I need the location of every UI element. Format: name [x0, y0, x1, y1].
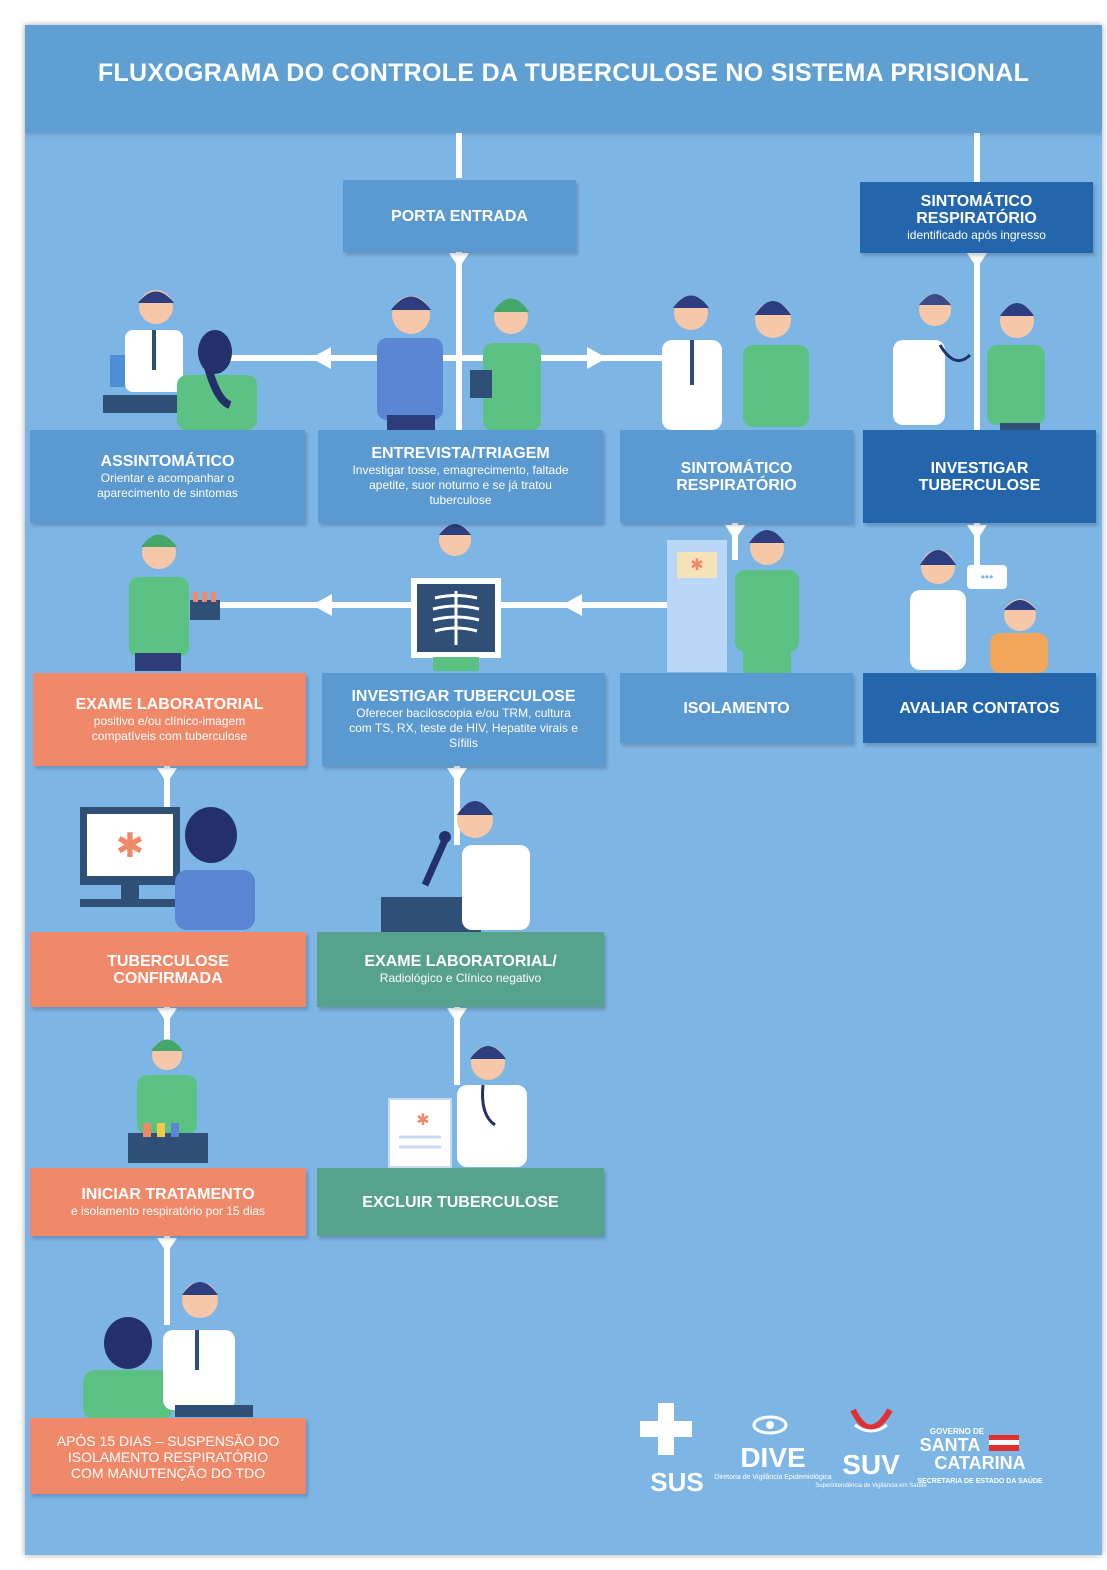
- sintomatico-respiratorio-box: SINTOMÁTICO RESPIRATÓRIO: [620, 430, 853, 523]
- exame-laboratorial-positivo-subtitle: positivo e/ou clínico-imagem compatíveis…: [91, 713, 248, 743]
- svg-text:SUV: SUV: [842, 1449, 900, 1480]
- followup-consultation-illustration: [83, 1282, 253, 1420]
- svg-text:•••: •••: [981, 570, 994, 584]
- coughing-patient-illustration: [662, 295, 809, 430]
- iniciar-tratamento-title: INICIAR TRATAMENTO: [81, 1185, 255, 1203]
- sintomatico-ingresso-subtitle: identificado após ingresso: [907, 227, 1046, 242]
- investigar-tuberculose-2-title: INVESTIGAR TUBERCULOSE: [351, 688, 576, 705]
- investigar-tuberculose-1-title: INVESTIGAR TUBERCULOSE: [918, 459, 1041, 494]
- santa-catarina-logo: GOVERNO DE SANTA CATARINA SECRETARIA DE …: [917, 1427, 1043, 1485]
- xray-illustration: [411, 524, 501, 671]
- assintomatico-title: ASSINTOMÁTICO: [100, 452, 235, 470]
- isolamento-title: ISOLAMENTO: [683, 699, 790, 717]
- svg-text:SUS: SUS: [650, 1467, 703, 1497]
- dive-logo: DIVE Diretoria de Vigilância Epidemiológ…: [714, 1415, 832, 1481]
- triage-staff-illustration: [377, 296, 541, 431]
- suv-logo: SUV Superintendência de Vigilância em Sa…: [815, 1408, 927, 1489]
- svg-text:✱: ✱: [116, 827, 145, 865]
- avaliar-contatos-box: AVALIAR CONTATOS: [863, 673, 1096, 743]
- svg-text:CATARINA: CATARINA: [934, 1453, 1025, 1473]
- svg-text:✱: ✱: [416, 1112, 429, 1129]
- svg-text:✱: ✱: [690, 557, 703, 574]
- apos-15-dias-box: APÓS 15 DIAS – SUSPENSÃO DO ISOLAMENTO R…: [30, 1418, 306, 1494]
- medication-nurse-illustration: [128, 1039, 208, 1163]
- assintomatico-box: ASSINTOMÁTICO Orientar e acompanhar o ap…: [30, 430, 305, 523]
- exame-laboratorial-negativo-subtitle: Radiológico e Clínico negativo: [379, 971, 542, 985]
- flow-illustrations: ✱ ••• ✱: [80, 133, 1048, 1497]
- header-banner: FLUXOGRAMA DO CONTROLE DA TUBERCULOSE NO…: [25, 25, 1102, 133]
- exame-laboratorial-positivo-title: EXAME LABORATORIAL: [75, 695, 264, 713]
- excluir-tuberculose-box: EXCLUIR TUBERCULOSE: [317, 1168, 604, 1236]
- lab-nurse-illustration: [129, 534, 220, 671]
- investigar-tuberculose-box-1: INVESTIGAR TUBERCULOSE: [863, 430, 1096, 523]
- exame-laboratorial-negativo-box: EXAME LABORATORIAL/ Radiológico e Clínic…: [317, 932, 604, 1007]
- entrevista-triagem-box: ENTREVISTA/TRIAGEM Investigar tosse, ema…: [318, 430, 603, 523]
- sintomatico-ingresso-title: SINTOMÁTICO RESPIRATÓRIO: [916, 192, 1037, 227]
- svg-text:Superintendência de Vigilância: Superintendência de Vigilância em Saúde: [815, 1483, 927, 1489]
- flow-arrows: [157, 253, 987, 1253]
- stethoscope-exam-illustration: [893, 294, 1045, 431]
- microscope-illustration: [381, 801, 530, 932]
- excluir-tuberculose-title: EXCLUIR TUBERCULOSE: [362, 1193, 559, 1211]
- exame-laboratorial-positivo-box: EXAME LABORATORIAL positivo e/ou clínico…: [33, 673, 306, 766]
- avaliar-contatos-title: AVALIAR CONTATOS: [899, 699, 1060, 717]
- computer-result-illustration: ✱: [80, 807, 255, 930]
- sus-logo: SUS: [640, 1403, 704, 1497]
- isolation-room-illustration: ✱: [667, 530, 799, 673]
- clipboard-doctor-illustration: ✱: [388, 1046, 527, 1168]
- contacts-evaluation-illustration: •••: [910, 550, 1048, 673]
- svg-text:Diretoria de Vigilância Epidem: Diretoria de Vigilância Epidemiológica: [714, 1474, 831, 1481]
- sintomatico-ingresso-box: SINTOMÁTICO RESPIRATÓRIO identificado ap…: [860, 182, 1093, 253]
- poster: FLUXOGRAMA DO CONTROLE DA TUBERCULOSE NO…: [25, 25, 1102, 1555]
- entrevista-triagem-title: ENTREVISTA/TRIAGEM: [371, 445, 550, 462]
- apos-15-dias-text: APÓS 15 DIAS – SUSPENSÃO DO ISOLAMENTO R…: [56, 1432, 280, 1481]
- svg-text:GOVERNO DE: GOVERNO DE: [930, 1427, 985, 1436]
- iniciar-tratamento-box: INICIAR TRATAMENTO e isolamento respirat…: [30, 1168, 306, 1236]
- isolamento-box: ISOLAMENTO: [620, 673, 853, 743]
- doctor-desk-illustration: [103, 290, 257, 430]
- svg-text:SECRETARIA DE ESTADO DA SAÚDE: SECRETARIA DE ESTADO DA SAÚDE: [917, 1476, 1043, 1485]
- porta-entrada-title: PORTA ENTRADA: [391, 207, 528, 225]
- page-title: FLUXOGRAMA DO CONTROLE DA TUBERCULOSE NO…: [97, 59, 1030, 87]
- entrevista-triagem-subtitle: Investigar tosse, emagrecimento, faltade…: [352, 463, 569, 507]
- investigar-tuberculose-box-2: INVESTIGAR TUBERCULOSE Oferecer bacilosc…: [322, 673, 605, 766]
- svg-text:DIVE: DIVE: [740, 1442, 805, 1473]
- svg-text:SANTA: SANTA: [920, 1435, 981, 1455]
- sintomatico-respiratorio-title: SINTOMÁTICO RESPIRATÓRIO: [676, 459, 797, 494]
- exame-laboratorial-negativo-title: EXAME LABORATORIAL/: [364, 953, 557, 970]
- porta-entrada-box: PORTA ENTRADA: [343, 180, 576, 252]
- tuberculose-confirmada-title: TUBERCULOSE CONFIRMADA: [107, 952, 229, 987]
- tuberculose-confirmada-box: TUBERCULOSE CONFIRMADA: [30, 932, 306, 1007]
- investigar-tuberculose-2-subtitle: Oferecer baciloscopia e/ou TRM, cultura …: [349, 706, 578, 750]
- assintomatico-subtitle: Orientar e acompanhar o aparecimento de …: [97, 470, 238, 500]
- iniciar-tratamento-subtitle: e isolamento respiratório por 15 dias: [70, 1203, 266, 1218]
